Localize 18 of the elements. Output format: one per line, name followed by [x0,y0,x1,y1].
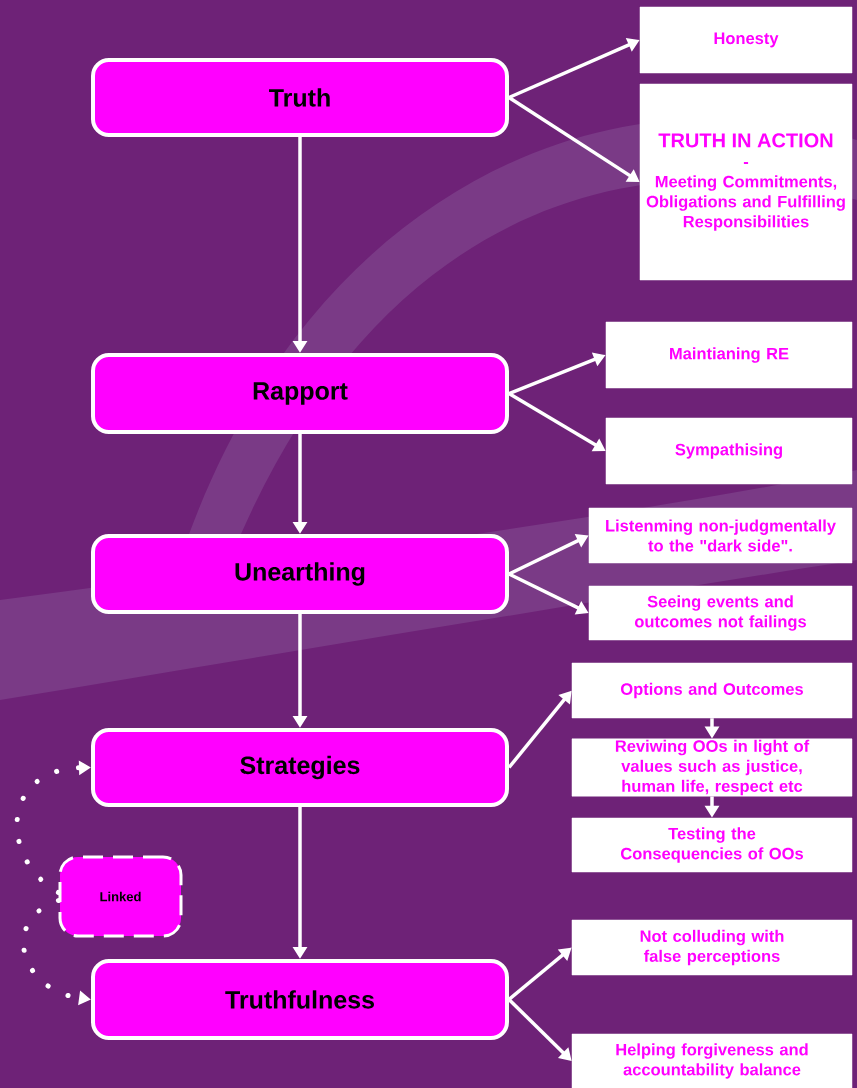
step-box: Truth [91,58,509,137]
arrow [507,998,572,1061]
note-box: Helping forgiveness and accountability balance [571,1033,853,1088]
step-box: Strategies [91,728,509,807]
note-box: Honesty [639,6,853,74]
note-box: Seeing events and outcomes not failings [588,585,853,641]
note-box: Not colluding with false perceptions [571,919,853,976]
step-box: Rapport [91,353,509,434]
note-box: Reviwing OOs in light of values such as justice, human life, respect etc [571,738,853,797]
note-box: Listenming non-judgmentally to the "dark side". [588,507,853,564]
linked-box: Linked [58,855,183,938]
note-box: Testing the Consequencies of OOs [571,817,853,873]
step-box: Truthfulness [91,959,509,1040]
note-box: Options and Outcomes [571,662,853,719]
note-box: TRUTH IN ACTION - Meeting Commitments, Obligations and Fulfilling Responsibilities [639,83,853,281]
note-box: Maintianing RE [605,321,853,389]
step-box: Unearthing [91,534,509,614]
note-box: Sympathising [605,417,853,485]
